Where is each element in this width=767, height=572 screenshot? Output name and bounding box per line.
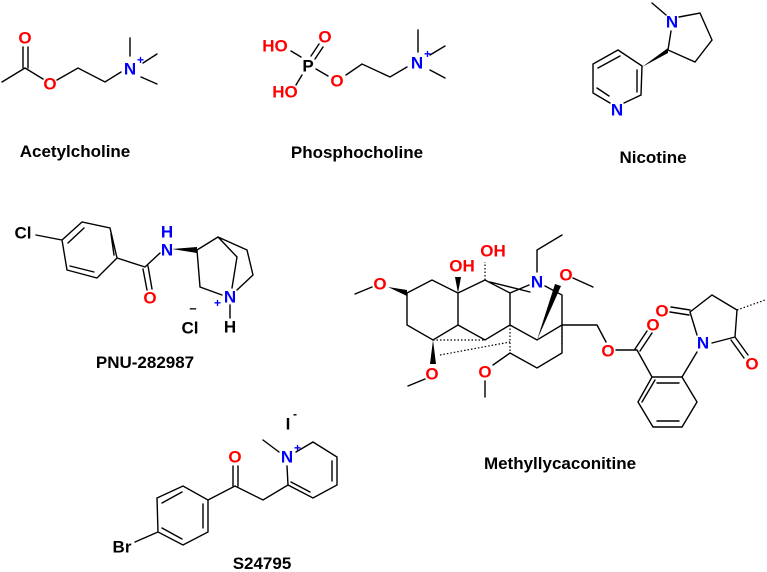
nitrogen-atom: N (281, 448, 293, 467)
hydroxyl-group: OH (480, 242, 506, 261)
nitrogen-atom: N (161, 241, 173, 260)
nitrogen-atom: N (531, 273, 543, 292)
phosphorus-atom: P (302, 57, 313, 76)
oxygen-atom: O (655, 302, 668, 321)
oxygen-atom: O (646, 316, 659, 335)
oxygen-atom: O (745, 355, 758, 374)
iodide-ion: I (286, 415, 291, 434)
molecule-name-phosphocholine: Phosphocholine (291, 143, 423, 162)
hydroxyl-group: HO (262, 37, 288, 56)
nitrogen-atom: N (611, 101, 623, 120)
oxygen-atom: O (18, 29, 31, 48)
oxygen-atom: O (318, 28, 331, 47)
charge-plus: + (424, 47, 431, 61)
chlorine-atom: Cl (15, 224, 32, 243)
charge-plus: + (214, 296, 221, 310)
hydrogen-atom: H (224, 318, 236, 337)
oxygen-atom: O (601, 342, 614, 361)
nitrogen-atom: N (224, 288, 236, 307)
charge-minus: - (293, 407, 297, 421)
nitrogen-atom: N (666, 13, 678, 32)
oxygen-atom: O (373, 275, 386, 294)
charge-plus: + (294, 441, 301, 455)
charge-minus: – (189, 301, 196, 316)
molecule-name-s24795: S24795 (233, 554, 292, 572)
nitrogen-atom: N (411, 54, 423, 73)
molecule-name-acetylcholine: Acetylcholine (20, 142, 131, 161)
methyllycaconitine-structure: O OH OH N O O O O O N O O Methyllycaconi… (354, 234, 766, 473)
oxygen-atom: O (425, 365, 438, 384)
s24795-structure: Br O N + I - S24795 (113, 407, 338, 572)
phosphocholine-structure: HO HO P O O N + Phosphocholine (262, 28, 446, 162)
bromine-atom: Br (113, 538, 132, 557)
molecule-name-methyllycaconitine: Methyllycaconitine (484, 454, 636, 473)
oxygen-atom: O (330, 72, 343, 91)
charge-plus: + (137, 53, 144, 67)
oxygen-atom: O (559, 266, 572, 285)
oxygen-atom: O (143, 289, 156, 308)
chloride-ion: Cl (182, 319, 199, 338)
oxygen-atom: O (478, 363, 491, 382)
hydroxyl-group: OH (449, 257, 475, 276)
pnu-282987-structure: Cl H N O N + H Cl – PNU-282987 (15, 221, 254, 372)
hydroxyl-group: HO (272, 83, 298, 102)
nitrogen-atom: N (697, 334, 709, 353)
hydrogen-atom: H (161, 223, 173, 242)
oxygen-atom: O (43, 75, 56, 94)
molecule-name-pnu-282987: PNU-282987 (96, 353, 194, 372)
nicotine-structure: N N Nicotine (592, 2, 713, 167)
molecule-name-nicotine: Nicotine (619, 148, 686, 167)
nitrogen-atom: N (124, 60, 136, 79)
oxygen-atom: O (228, 448, 241, 467)
acetylcholine-structure: O O N + Acetylcholine (1, 29, 158, 161)
